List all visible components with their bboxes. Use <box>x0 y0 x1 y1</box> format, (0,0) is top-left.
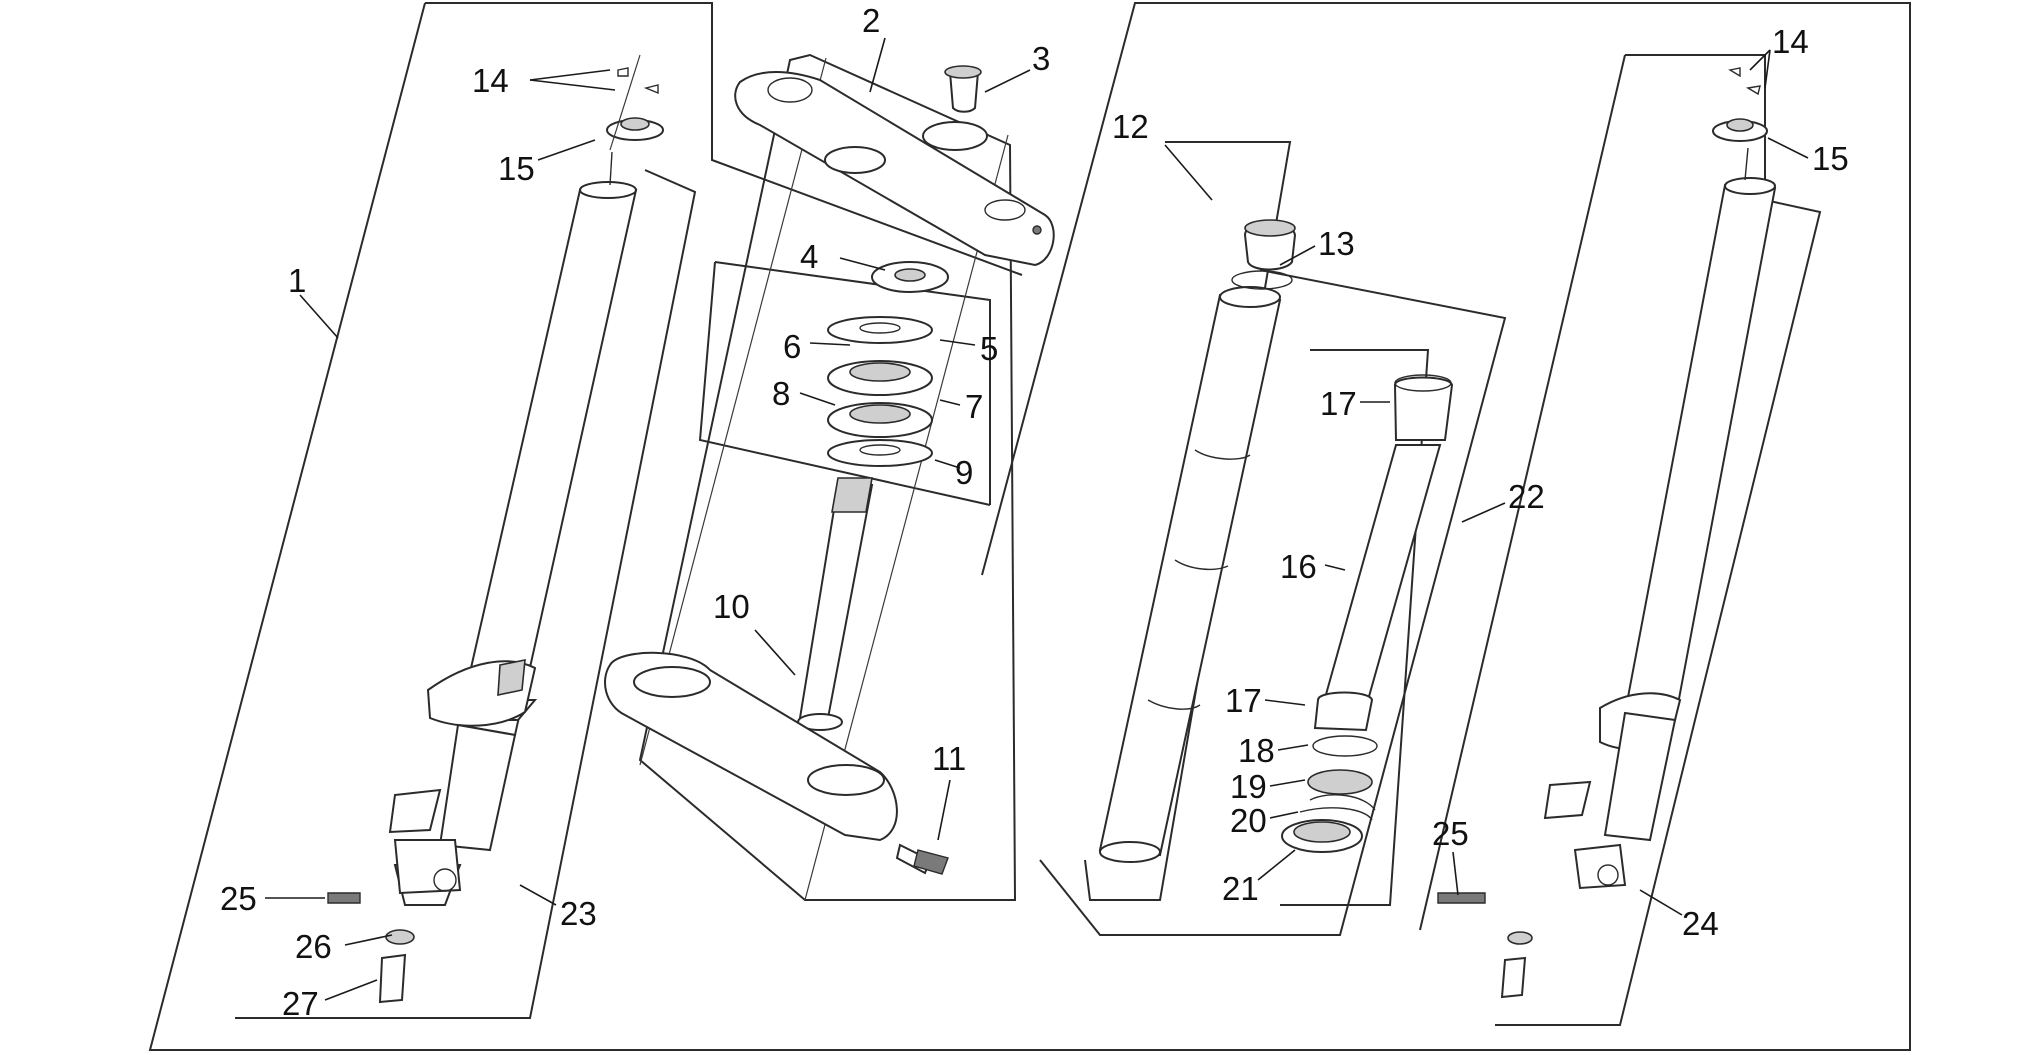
callout-21: 21 <box>1222 870 1259 907</box>
callout-15-right: 15 <box>1812 140 1849 177</box>
callout-3: 3 <box>1032 40 1050 77</box>
callout-6: 6 <box>783 328 801 365</box>
callout-19: 19 <box>1230 768 1267 805</box>
callout-24: 24 <box>1682 905 1719 942</box>
callout-20: 20 <box>1230 802 1267 839</box>
callout-10: 10 <box>713 588 750 625</box>
callout-11: 11 <box>932 740 966 777</box>
callout-2: 2 <box>862 2 880 39</box>
callout-18: 18 <box>1238 732 1275 769</box>
callout-14-right: 14 <box>1772 23 1809 60</box>
callout-13: 13 <box>1318 225 1355 262</box>
callout-9: 9 <box>955 454 973 491</box>
outer-frame <box>148 2 1911 1051</box>
callout-14-left: 14 <box>472 62 509 99</box>
upper-triple-clamp <box>734 65 1055 267</box>
callout-17-bottom: 17 <box>1225 682 1262 719</box>
callout-26: 26 <box>295 928 332 965</box>
callout-5: 5 <box>980 330 998 367</box>
callout-12: 12 <box>1112 108 1149 145</box>
steering-stem <box>604 477 949 875</box>
callout-15-left: 15 <box>498 150 535 187</box>
callout-8: 8 <box>772 375 790 412</box>
inner-tube <box>1098 219 1297 863</box>
callout-16: 16 <box>1280 548 1317 585</box>
damper-assembly <box>1281 374 1454 853</box>
callout-labels: 1 2 3 4 5 6 7 8 9 10 11 12 13 14 14 15 1… <box>220 2 1849 1022</box>
callout-17-top: 17 <box>1320 385 1357 422</box>
callout-1: 1 <box>288 262 306 299</box>
leader-lines <box>265 37 1809 1001</box>
left-fork-leg <box>327 54 664 1004</box>
callout-7: 7 <box>965 388 983 425</box>
bearing-stack <box>827 261 949 467</box>
callout-23: 23 <box>560 895 597 932</box>
right-fork-leg <box>1437 67 1777 999</box>
callout-4: 4 <box>800 238 818 275</box>
callout-22: 22 <box>1508 478 1545 515</box>
callout-25-left: 25 <box>220 880 257 917</box>
callout-25-right: 25 <box>1432 815 1469 852</box>
callout-27: 27 <box>282 985 319 1022</box>
